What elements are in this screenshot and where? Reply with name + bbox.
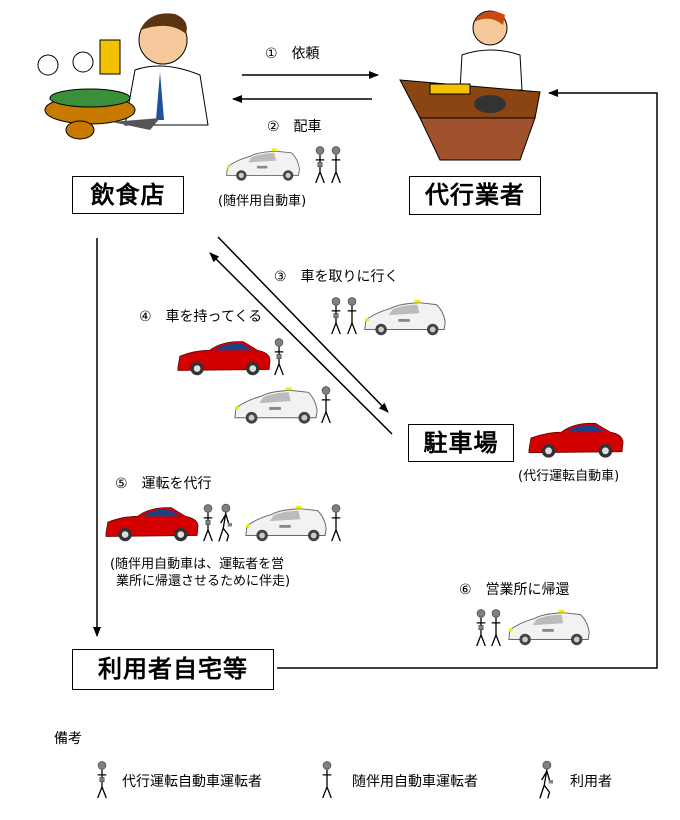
escort-car-icon: [508, 609, 590, 646]
legend-title: 備考: [54, 731, 82, 747]
legend-customer-label: 利用者: [570, 774, 612, 790]
escort-explanation-line1: (随伴用自動車は、運転者を営: [110, 557, 285, 572]
proxy-car-icon: [528, 422, 624, 459]
escort-driver-icon: [320, 385, 332, 424]
agency-illustration: [399, 10, 541, 161]
escort-driver-icon: [330, 145, 342, 184]
escort-car-icon: [234, 386, 318, 425]
step-2-label: ② 配車: [267, 119, 322, 135]
escort-explanation-line2: 業所に帰還させるために伴走): [116, 574, 291, 589]
arrow-return: [277, 89, 658, 669]
escort-car-icon: [245, 505, 327, 542]
step-1-label: ① 依頼: [265, 46, 320, 62]
proxy-car-icon: [177, 341, 271, 376]
step-6-label: ⑥ 営業所に帰還: [459, 582, 570, 598]
proxy-driver-icon: [475, 608, 487, 647]
node-home: 利用者自宅等: [72, 649, 274, 690]
arrow-to-parking: [217, 236, 389, 413]
node-agency: 代行業者: [409, 176, 541, 215]
proxy-driver-icon: [330, 296, 342, 335]
legend-escort-driver-icon: [321, 760, 333, 799]
customer-icon: [218, 503, 233, 543]
legend-proxy-driver-label: 代行運転自動車運転者: [122, 774, 262, 790]
node-restaurant: 飲食店: [72, 176, 184, 214]
legend-escort-driver-label: 随伴用自動車運転者: [352, 774, 478, 790]
step-4-label: ④ 車を持ってくる: [139, 309, 263, 325]
escort-car-note: (随伴用自動車): [218, 194, 307, 209]
proxy-driver-icon: [314, 145, 326, 184]
proxy-car-icon: [105, 507, 199, 542]
legend-proxy-driver-icon: [96, 760, 108, 799]
proxy-car-note: (代行運転自動車): [518, 469, 620, 484]
escort-driver-icon: [330, 503, 342, 542]
escort-car-icon: [226, 148, 300, 182]
arrow-from-parking: [209, 252, 393, 435]
legend-customer-icon: [539, 760, 554, 800]
step-5-label: ⑤ 運転を代行: [115, 476, 212, 492]
escort-driver-icon: [490, 608, 502, 647]
escort-car-icon: [364, 299, 446, 336]
proxy-driver-icon: [273, 337, 285, 376]
proxy-driver-icon: [202, 503, 214, 542]
step-3-label: ③ 車を取りに行く: [274, 269, 399, 285]
node-parking: 駐車場: [408, 424, 514, 462]
escort-driver-icon: [346, 296, 358, 335]
restaurant-illustration: [37, 13, 209, 140]
